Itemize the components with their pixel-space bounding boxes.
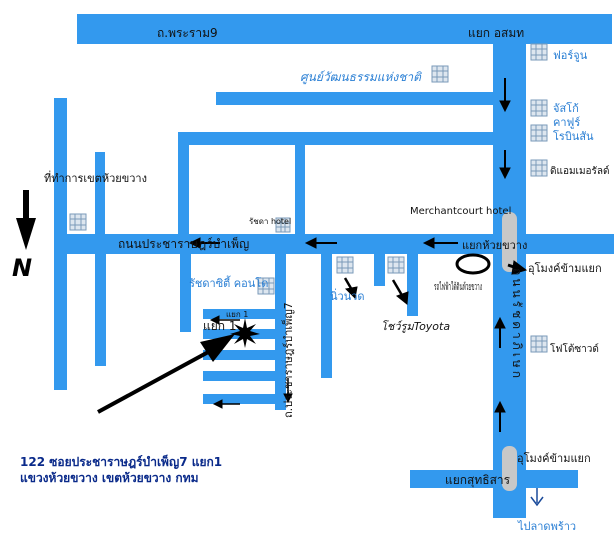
road-cultural-center-access (216, 92, 493, 105)
place-label-jusco: จัสโก้ (553, 101, 579, 115)
target-location-icon (230, 318, 260, 348)
road-west-vertical-3 (178, 132, 189, 234)
place-label-tunnel-lower: อุโมงค์ข้ามแยก (517, 451, 591, 465)
building-icon (530, 124, 548, 142)
station-lower (502, 446, 517, 491)
street-label-pracharat-soi7: ถ.ประชาราษฎร์บำเพ็ญ7 (281, 302, 295, 418)
arrow-left-icon (422, 237, 458, 249)
building-icon (257, 277, 275, 295)
arrow-down-icon (530, 488, 544, 507)
intersection-label-sutthisan: แยกสุทธิสาร (445, 473, 511, 488)
road-west-vertical-2 (95, 152, 105, 234)
place-label-ratchada-hotel: รัชดา hotel (249, 217, 291, 226)
place-label-fortune: ฟอร์จูน (553, 49, 588, 62)
arrow-left-icon (304, 237, 337, 249)
traffic-arrows (188, 78, 528, 432)
road-west-connector (178, 132, 493, 145)
building-icon (530, 335, 548, 353)
mrt-station-icon (455, 253, 491, 275)
place-label-diamond: ดิแอมเมอรัลด์ (550, 165, 610, 177)
road-sutthisan (410, 470, 578, 488)
place-label-to-ladprao: ไปลาดพร้าว (517, 520, 576, 533)
intersection-labels: แยก อสมท แยกห้วยขวาง แยกสุทธิสาร แยก 1 แ… (203, 26, 527, 488)
address-line-1: 122 ซอยประชาราษฎร์บำเพ็ญ7 แยก1 (20, 454, 222, 469)
road-alley-4 (203, 371, 275, 381)
place-label-merchantcourt: Merchantcourt hotel (410, 206, 511, 217)
place-label-ratchada-city: รัชดาซิตี้ คอนโด (189, 275, 268, 290)
street-label-ratchadaphisek: ถนนรัชดาภิเษก (510, 268, 524, 381)
arrow-left-icon (212, 399, 240, 409)
road-west-vertical-4 (295, 143, 305, 234)
road-alley-3 (203, 350, 275, 360)
building-icon (336, 256, 354, 274)
north-compass: N (12, 190, 36, 282)
station-upper (502, 212, 517, 272)
building-icon (530, 159, 548, 177)
place-labels: ศูนย์วัฒนธรรมแห่งชาติ ฟอร์จูน จัสโก้ คาฟ… (44, 49, 610, 533)
place-label-district-office: ที่ทำการเขตห้วยขวาง (44, 170, 147, 185)
road-south-branch-2 (180, 254, 191, 332)
address-block: 122 ซอยประชาราษฎร์บำเพ็ญ7 แยก1 แขวงห้วยข… (20, 454, 222, 485)
building-icons (69, 43, 548, 353)
building-icon (530, 43, 548, 61)
road-south-branch-4 (374, 254, 385, 286)
arrow-down-icon (283, 378, 293, 404)
arrow-left-icon (209, 315, 240, 325)
building-icon (431, 65, 449, 83)
building-icon (275, 217, 291, 233)
road-south-branch-5 (407, 254, 418, 316)
intersection-label-asok: แยก อสมท (468, 26, 524, 40)
arrow-down-icon (16, 190, 36, 250)
road-alley-1 (203, 309, 275, 319)
road-alley-5 (203, 394, 275, 404)
road-south-branch-3 (321, 254, 332, 378)
arrow-down-icon (499, 78, 511, 113)
north-label: N (12, 254, 32, 282)
intersection-label-alley1-large: แยก 1 (203, 319, 236, 333)
place-label-mrt: รถไฟฟ้าใต้ดินห้วยขวาง (434, 281, 482, 293)
arrow-down-icon (499, 150, 511, 180)
location-pointer (97, 334, 235, 414)
arrow-left-icon (188, 237, 220, 249)
road-west-vertical-1 (54, 98, 67, 390)
arrow-up-icon (494, 316, 506, 348)
place-label-carrefour: คาฟูร์ (553, 116, 580, 129)
building-icon (530, 99, 548, 117)
place-label-photo-sound: โฟโต้ซาวด์ (550, 342, 599, 355)
address-line-2: แขวงห้วยขวาง เขตห้วยขวาง กทม (20, 471, 199, 485)
building-icon (387, 256, 405, 274)
arrow-down-right-icon (391, 279, 409, 305)
intersection-label-alley1-small: แยก 1 (226, 310, 248, 319)
intersection-label-huai-khwang: แยกห้วยขวาง (462, 239, 527, 252)
street-label-pracharat-bamphen: ถนนประชาราษฎร์บำเพ็ญ (118, 236, 249, 251)
place-label-cultural-center: ศูนย์วัฒนธรรมแห่งชาติ (300, 70, 422, 85)
road-south-branch-1 (95, 254, 106, 366)
place-label-tunnel-upper: อุโมงค์ข้ามแยก (528, 261, 602, 275)
street-label-rama9: ถ.พระราม9 (157, 26, 218, 40)
place-label-robinson: โรบินสัน (553, 129, 594, 143)
arrow-down-right-icon (343, 277, 358, 300)
arrow-up-icon (494, 400, 506, 432)
place-label-showroom: โชว์รูมToyota (381, 320, 450, 333)
place-label-nuannuad: นิ่วนวด (330, 288, 365, 303)
arrow-right-icon (507, 260, 528, 275)
street-labels: ถ.พระราม9 ถนนประชาราษฎร์บำเพ็ญ ถ.ประชารา… (118, 26, 524, 418)
building-icon (69, 213, 87, 231)
road-pracharat-soi7 (275, 254, 286, 410)
